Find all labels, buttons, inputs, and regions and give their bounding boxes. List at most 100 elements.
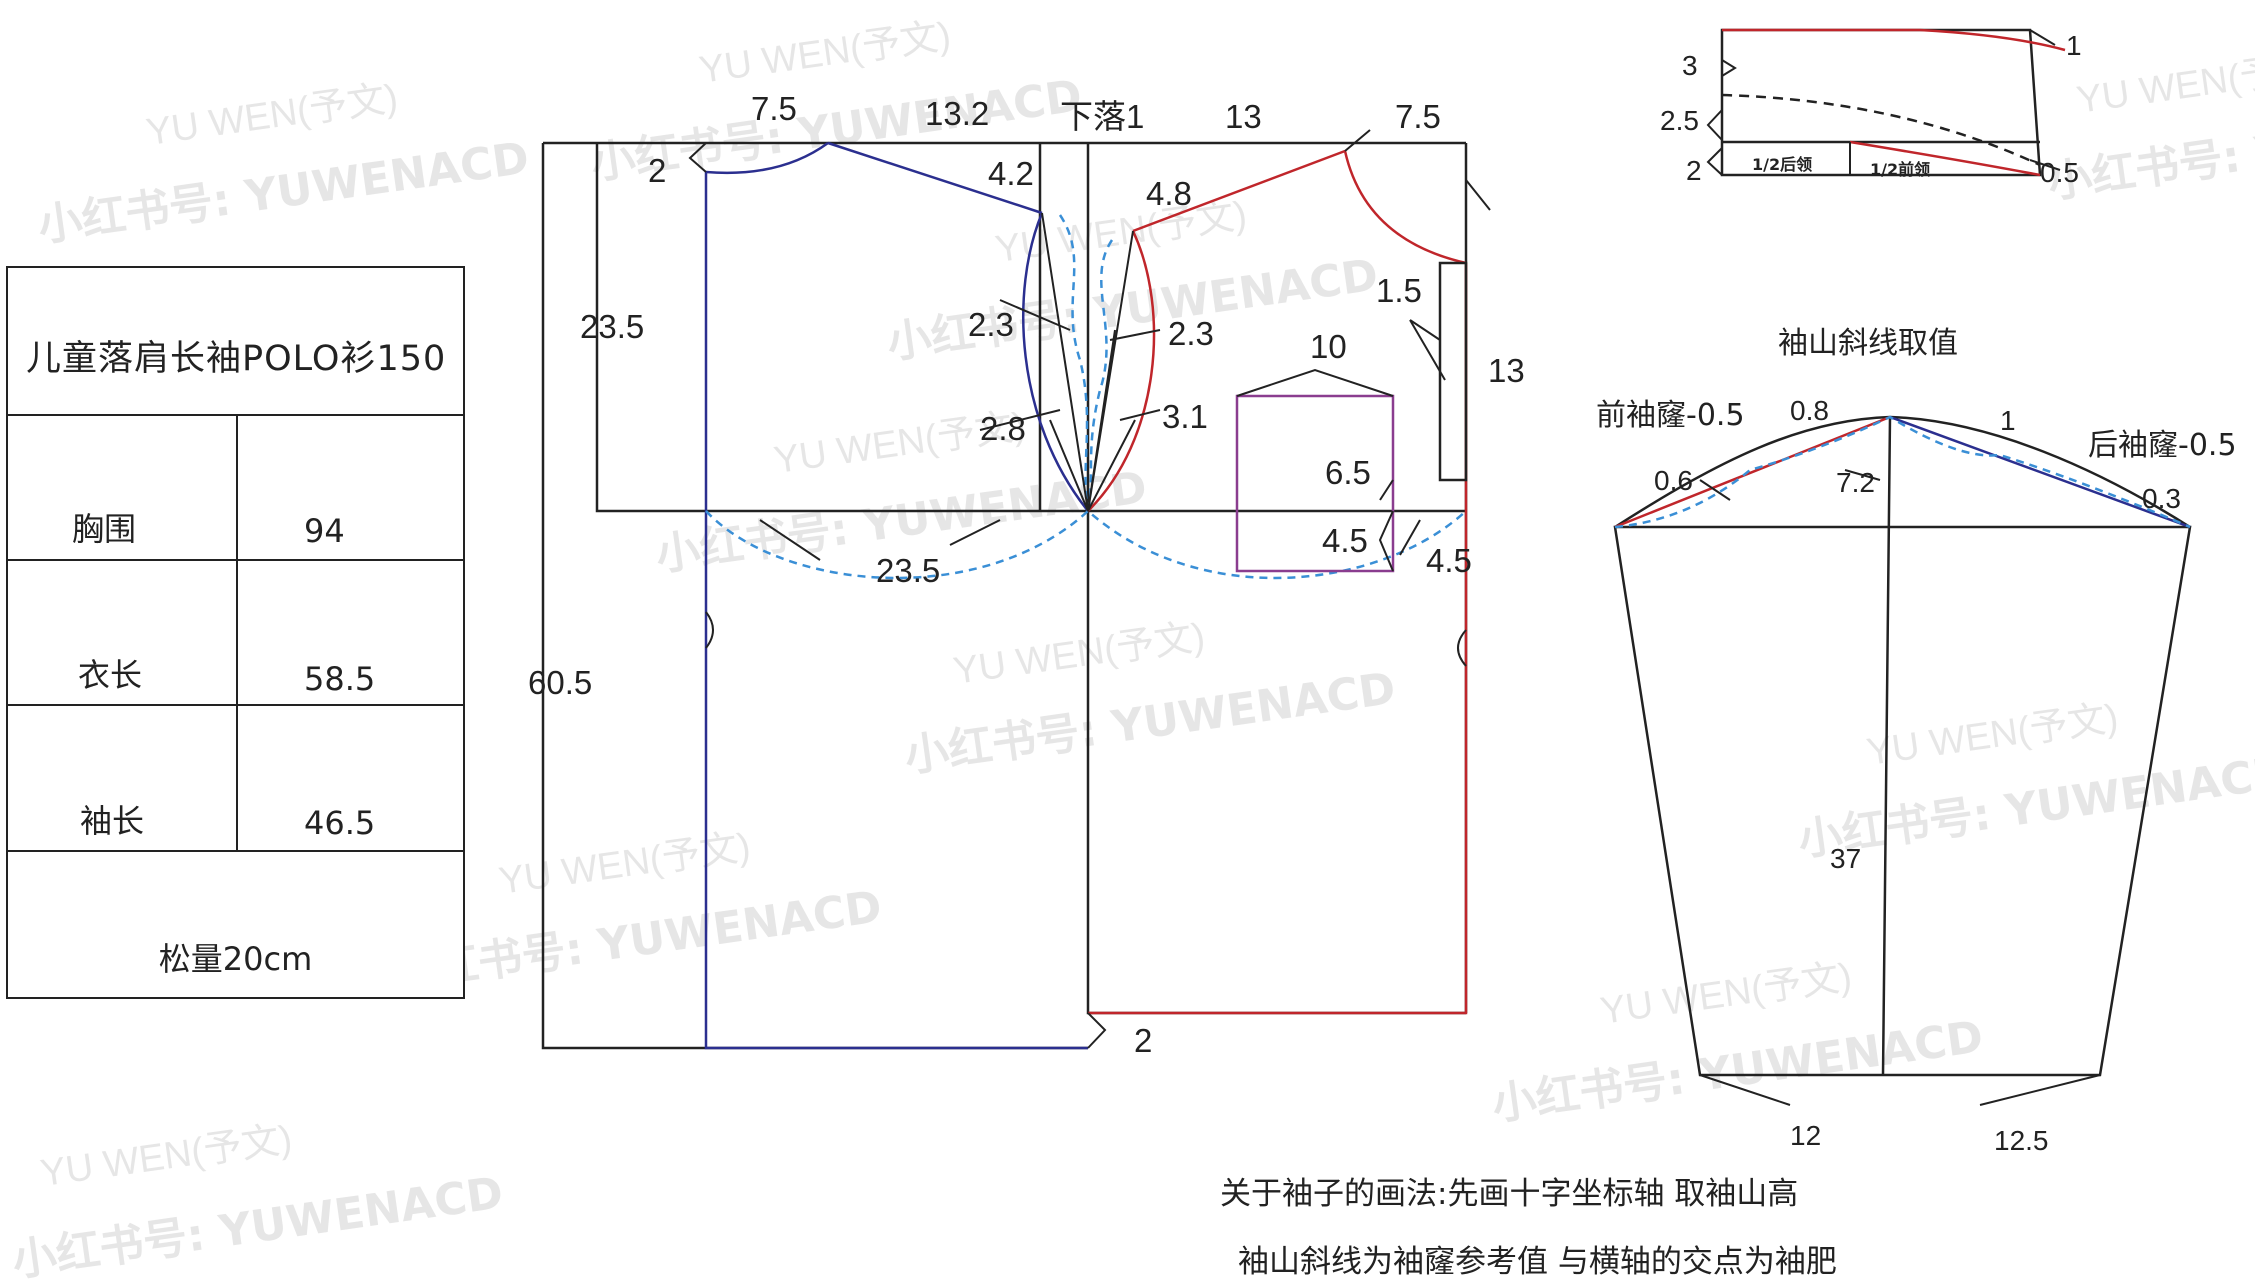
watermark-brand: YU WEN(予文)	[496, 826, 753, 903]
sleeve-cap-dashed	[1614, 415, 2191, 529]
watermark-handle: 小红书号: YUWENACD	[35, 133, 532, 252]
front-ease-label: 前袖窿-0.5	[1596, 398, 1745, 433]
watermark-handle: 小红书号: YUWENACD	[1795, 747, 2255, 866]
watermark-handle: 小红书号: YUWENACD	[884, 250, 1381, 369]
collar-height-3-label: 3	[1682, 50, 1698, 81]
back-notch	[705, 611, 714, 649]
pocket-guides	[1236, 368, 1394, 572]
sleeve-note-line-2: 袖山斜线为袖窿参考值 与横轴的交点为袖肥	[1238, 1244, 1837, 1280]
spec-label-chest: 胸围	[72, 510, 137, 548]
front-shoulder-label: 13	[1225, 98, 1262, 135]
watermark-brand: YU WEN(予文)	[1864, 697, 2121, 774]
collar-guides	[1706, 29, 2061, 176]
watermark-brand: YU WEN(予文)	[144, 77, 401, 154]
placket	[1438, 261, 1468, 482]
sleeve-note-line-1: 关于袖子的画法:先画十字坐标轴 取袖山高	[1220, 1176, 1799, 1212]
watermark-brand: YU WEN(予文)	[697, 15, 954, 92]
front-neck-width-label: 7.5	[1395, 98, 1441, 135]
collar-top-edge	[1722, 28, 2066, 52]
placket-width-label: 1.5	[1376, 272, 1422, 309]
collar-frame	[1720, 28, 2042, 177]
watermark-brand: YU WEN(予文)	[993, 194, 1250, 271]
placket-length-label: 13	[1488, 352, 1525, 389]
table-divider	[8, 704, 463, 706]
back-curve-label-a: 1	[2000, 405, 2016, 436]
front-shoulder-line	[1132, 149, 1346, 233]
collar-tip-1-label: 1	[2066, 30, 2082, 61]
spec-label-sleeve: 袖长	[80, 802, 145, 840]
armhole-arc-label: 23.5	[876, 552, 940, 589]
table-divider	[8, 559, 463, 561]
back-neck-depth-label: 2	[648, 152, 666, 189]
back-shoulder-label: 13.2	[925, 95, 989, 132]
back-armhole-depth-label: 23.5	[580, 308, 644, 345]
collar-dimensions: 3 2.5 2 1 0.5 1/2后领 1/2前领	[1660, 30, 2082, 188]
cuff-back-label: 12.5	[1994, 1125, 2049, 1156]
front-neckline	[1343, 150, 1467, 265]
watermark-handle: 小红书号: YUWENACD	[1489, 1011, 1986, 1130]
sleeve-cap-back-slant	[1889, 415, 2191, 529]
back-neckline	[705, 141, 829, 175]
spec-ease: 松量20cm	[158, 940, 313, 978]
front-armhole	[1087, 230, 1156, 512]
pocket-side-label: 4.5	[1426, 542, 1472, 579]
watermark-brand: YU WEN(予文)	[951, 616, 1208, 693]
front-curve-label-b: 0.8	[1790, 395, 1829, 426]
bodice-draft	[541, 129, 1491, 1050]
armhole-arc-pointers	[759, 519, 1001, 561]
pocket-depth-label: 4.5	[1322, 522, 1368, 559]
front-curve-label-2: 3.1	[1162, 398, 1208, 435]
front-curve-label-1: 2.3	[1168, 315, 1214, 352]
sleeve-dimensions: 袖山斜线取值 前袖窿-0.5 后袖窿-0.5 0.6 0.8 1 0.3 7.2…	[1596, 326, 2237, 1156]
watermark-brand: YU WEN(予文)	[38, 1118, 295, 1195]
back-shoulder-line	[827, 141, 1043, 215]
spec-value-sleeve: 46.5	[304, 804, 376, 842]
front-curve-label-a: 0.6	[1654, 465, 1693, 496]
back-neck-width-label: 7.5	[751, 90, 797, 127]
back-curve-label-1: 2.3	[968, 306, 1014, 343]
sleeve-heading: 袖山斜线取值	[1778, 326, 1958, 361]
back-curve-label-2: 2.8	[980, 410, 1026, 447]
back-armhole	[1021, 212, 1089, 512]
hem-drop-label: 2	[1134, 1022, 1152, 1059]
pocket-height-label: 6.5	[1325, 454, 1371, 491]
cap-height-label: 7.2	[1836, 467, 1875, 498]
spec-title: 儿童落肩长袖POLO衫150	[26, 339, 447, 379]
spec-table: 儿童落肩长袖POLO衫150 胸围 94 衣长 58.5 袖长 46.5 松量2…	[6, 266, 465, 999]
placket-guides	[1399, 319, 1446, 556]
back-shoulder-drop-label: 4.2	[988, 155, 1034, 192]
back-curve-label-b: 0.3	[2142, 483, 2181, 514]
table-column-divider	[236, 414, 238, 850]
watermark-brand: YU WEN(予文)	[1598, 956, 1855, 1033]
spec-label-length: 衣长	[78, 656, 143, 694]
watermark-brand: YU WEN(予文)	[2074, 45, 2255, 122]
bodice-dimensions: 下落1 7.5 13.2 13 7.5 2 23.5 60.5 4.2 4.8 …	[528, 90, 1525, 1059]
spec-value-chest: 94	[304, 512, 345, 550]
drop-label: 下落1	[1060, 98, 1144, 135]
pocket-width-label: 10	[1310, 328, 1347, 365]
sleeve-cap-front-slant	[1614, 415, 1891, 529]
table-divider	[8, 850, 463, 852]
front-neck-half-label: 1/2前领	[1870, 160, 1930, 179]
back-ease-label: 后袖窿-0.5	[2088, 428, 2237, 463]
collar-tip-0-5-label: 0.5	[2040, 157, 2079, 188]
spec-value-length: 58.5	[304, 660, 376, 698]
sleeve-length-label: 37	[1830, 843, 1861, 874]
dimension-ticks	[688, 129, 1491, 1049]
sleeve-draft	[1613, 415, 2192, 1106]
collar-height-2-5-label: 2.5	[1660, 105, 1699, 136]
armhole-guides	[979, 212, 1161, 512]
cuff-front-label: 12	[1790, 1120, 1821, 1151]
collar-bottom-edge	[1849, 140, 2041, 177]
collar-draft	[1706, 28, 2066, 177]
front-shoulder-drop-label: 4.8	[1146, 175, 1192, 212]
collar-height-2-label: 2	[1686, 155, 1702, 186]
back-side-seam	[704, 172, 1088, 1050]
back-neck-half-label: 1/2后领	[1752, 155, 1812, 174]
front-hem	[1088, 263, 1468, 1015]
total-length-label: 60.5	[528, 664, 592, 701]
sleeve-guides	[1699, 469, 2101, 1106]
table-divider	[8, 414, 463, 416]
front-notch	[1457, 629, 1467, 667]
